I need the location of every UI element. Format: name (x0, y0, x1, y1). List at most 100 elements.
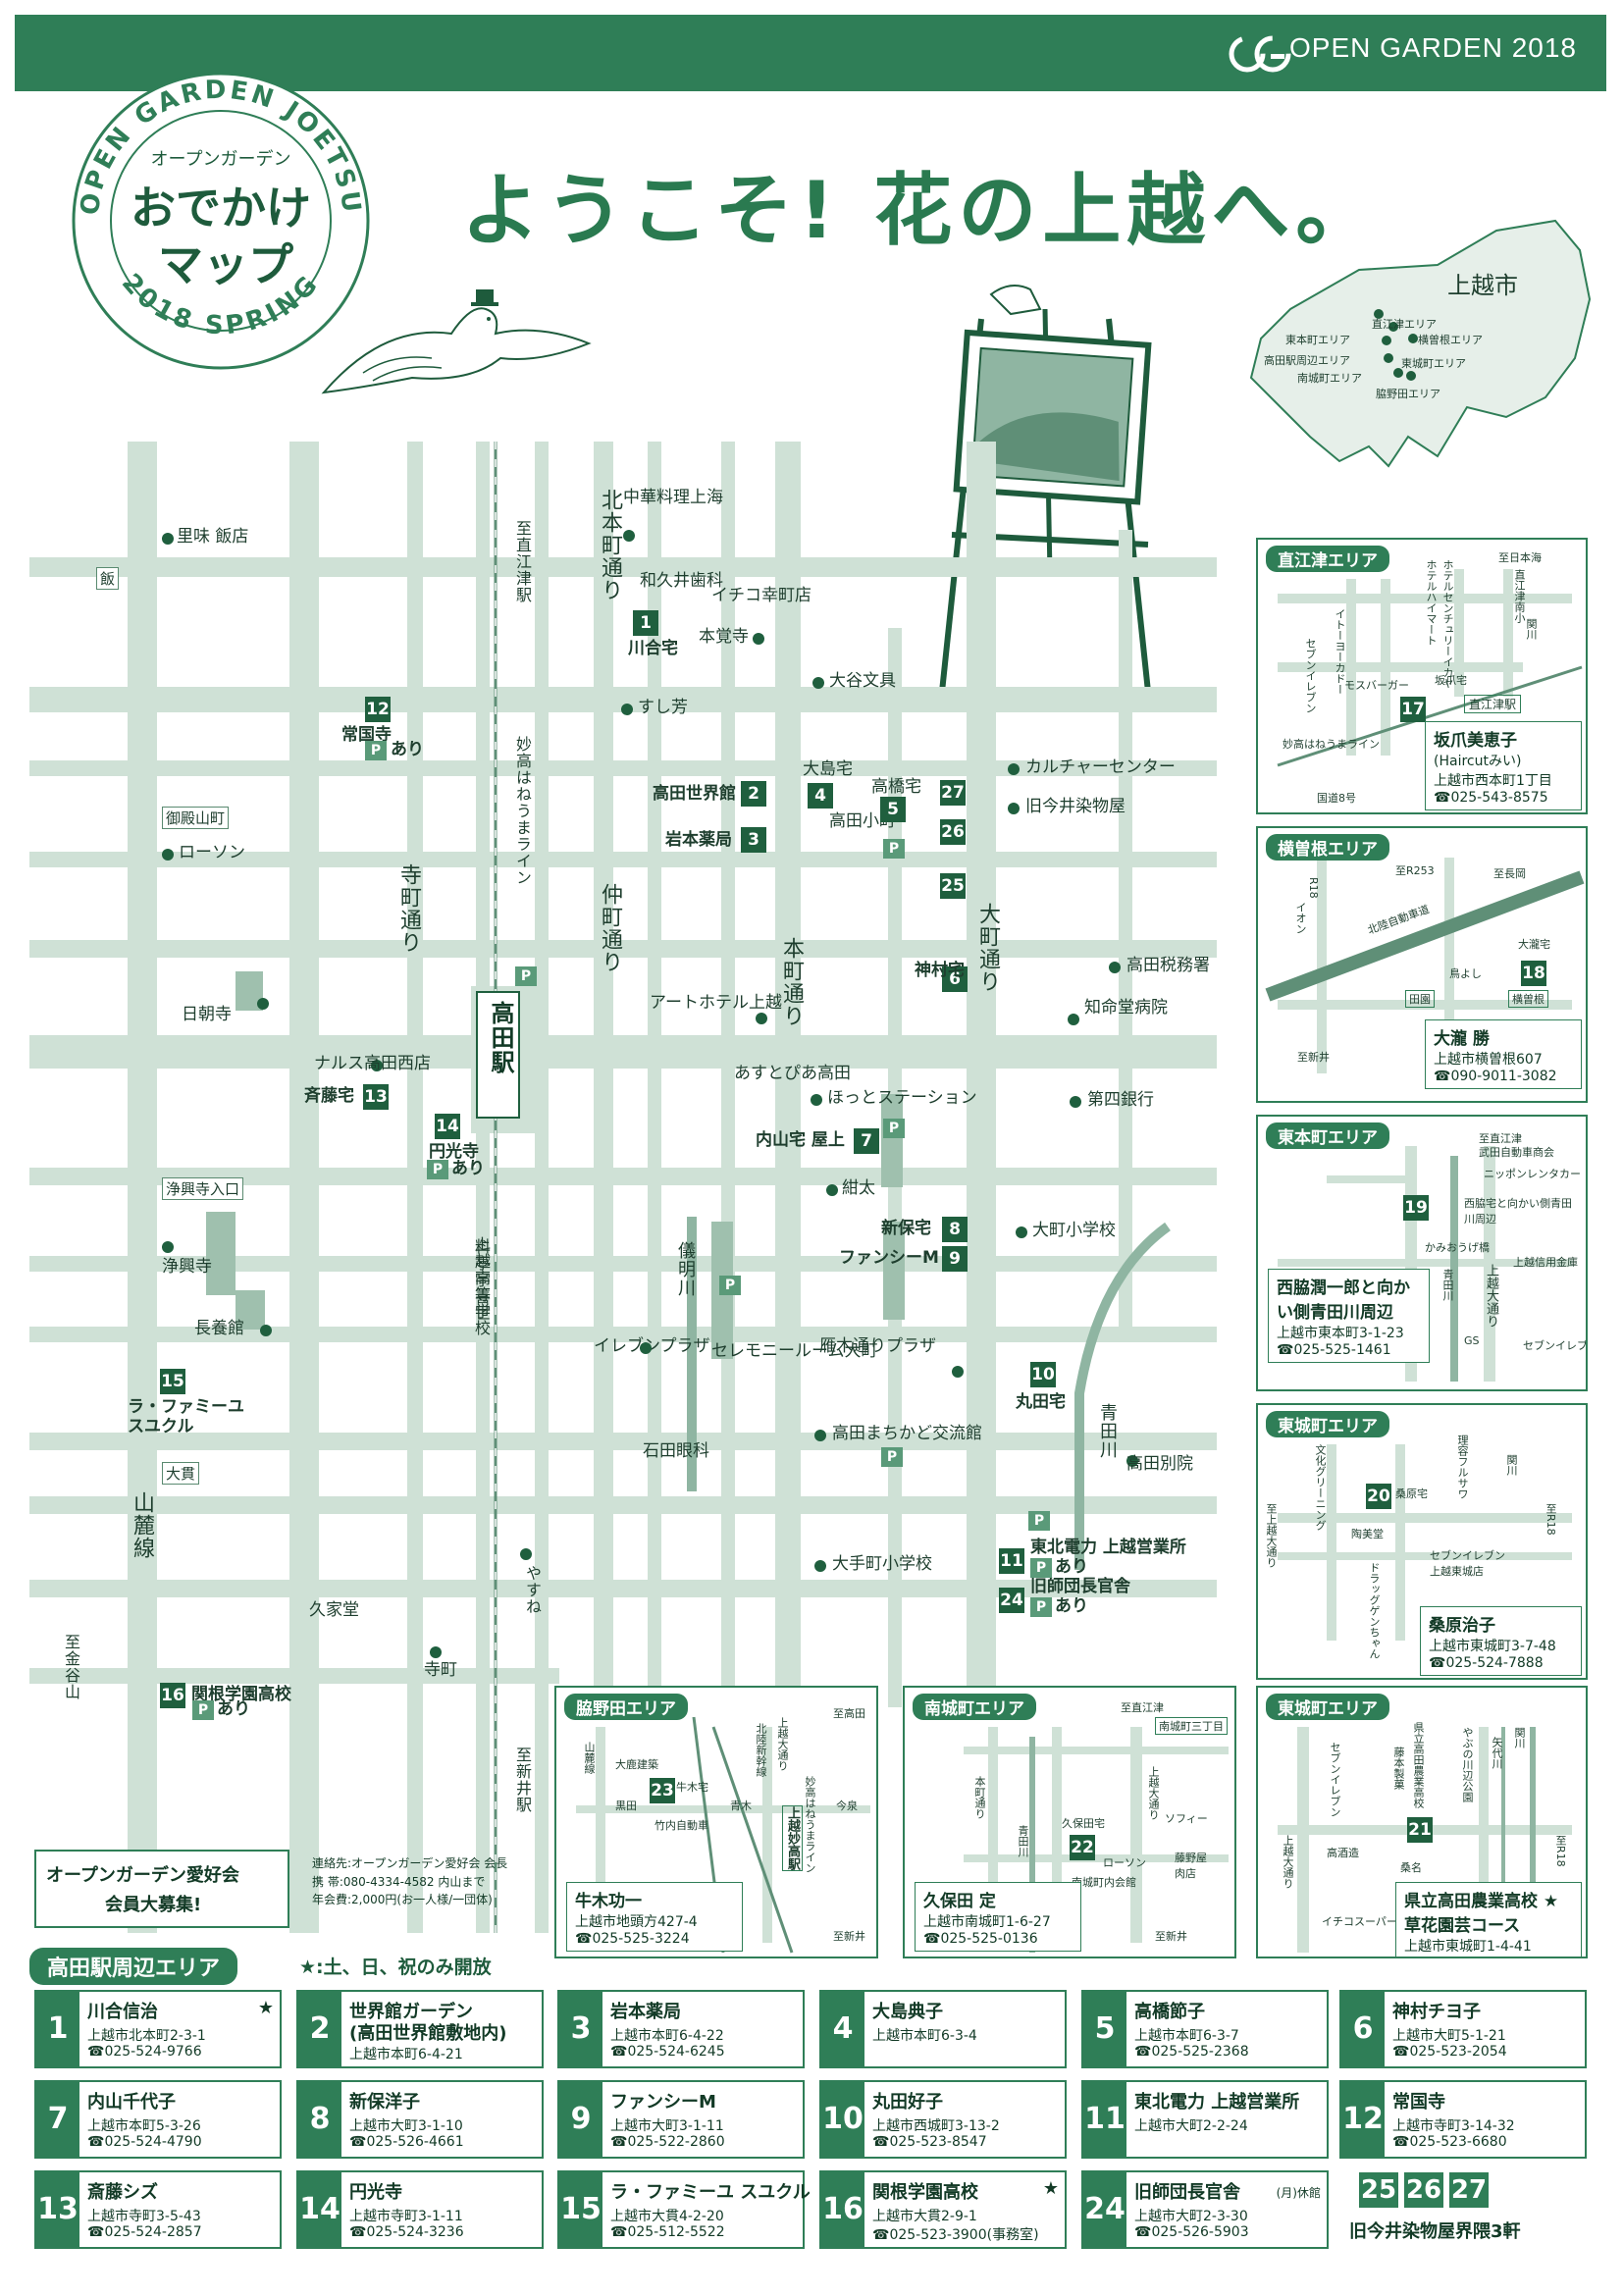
garden-marker: 10 (1030, 1362, 1056, 1387)
place-dot (371, 1060, 383, 1071)
inset-naoetsu: 直江津エリア 至日本海 直江津南小 イトーヨーカドー セブンイレブン モスバーガ… (1256, 538, 1588, 814)
inset-label: 関川 (1513, 1727, 1526, 1748)
badge-kana: オープンガーデン (151, 149, 291, 170)
card-address: 上越市大貫4-2-20 (610, 2209, 724, 2224)
garden-marker: 3 (741, 827, 766, 853)
place-label: 寺町 (424, 1660, 457, 1680)
garden-marker-label: 高田世界館 (653, 784, 736, 804)
place-label: 旧今井染物屋 (1025, 797, 1126, 816)
card-note: (月)休館 (1276, 2186, 1321, 2200)
overview-area-label: 横曽根エリア (1418, 334, 1483, 346)
inset-higashijo-1: 東城町エリア 桑原宅 陶美堂 文化グリーニング 理容フルサワ 関川 至R18 至… (1256, 1403, 1588, 1680)
inset-label: 妙高はねうまライン (804, 1776, 816, 1873)
street-label: 山麓線 (130, 1491, 154, 1559)
inset-label: ソフィー (1165, 1812, 1208, 1825)
inset-label: 上越大通り (1282, 1835, 1294, 1889)
card-title: ラ・ファミーユ スユクル (610, 2182, 811, 2203)
inset-label: 至高田 (833, 1707, 865, 1720)
garden-marker: 7 (854, 1128, 879, 1154)
inset-label: 上越妙高駅 (782, 1805, 803, 1871)
inset-label: 至R18 (1554, 1835, 1567, 1867)
card-number: 15 (559, 2172, 602, 2247)
parking-label: あり (217, 1699, 250, 1719)
place-dot (756, 1013, 767, 1024)
inset-label: やぶの川辺公園 (1461, 1727, 1474, 1802)
card-address: 上越市本町6-4-22 (610, 2028, 724, 2044)
host-phone: ☎025-524-7888 (1429, 1655, 1544, 1671)
garden-marker-label: 新保宅 (881, 1219, 931, 1238)
road-label: 飯 (96, 567, 120, 590)
parking-icon: P (1028, 1511, 1050, 1531)
parking-icon: P (883, 1119, 905, 1138)
parking-icon: P (427, 1160, 448, 1179)
club-contact: 連絡先:オープンガーデン愛好会 会長 携 帯:080-4334-4582 内山ま… (312, 1854, 507, 1909)
card-address: 上越市西城町3-13-2 (872, 2118, 1000, 2134)
inset-map (1265, 858, 1585, 1073)
card-number: 8 (298, 2082, 341, 2157)
place-dot (1070, 1096, 1081, 1108)
card-star-icon: ★ (1042, 2178, 1059, 2199)
card-phone: ☎025-526-4661 (349, 2134, 464, 2150)
parking-label: あり (391, 740, 424, 759)
place-dot (520, 1548, 532, 1560)
host-address: 上越市南城町1-6-27 (923, 1914, 1051, 1930)
place-label: 高田小町 (829, 811, 896, 831)
card-address: 上越市本町5-3-26 (87, 2118, 201, 2134)
garden-marker: 6 (942, 966, 968, 992)
place-label: 上越高等学校 (472, 1236, 491, 1336)
inset-label: 上越信用金庫 (1513, 1256, 1578, 1269)
inset-label: セブンイレブン (1304, 638, 1317, 713)
inset-label: 藤本製菓 (1392, 1747, 1405, 1790)
place-label: 里味 飯店 (177, 527, 249, 547)
card-last-title: 旧今井染物屋界隈3軒 (1349, 2221, 1521, 2242)
line-label: 妙高はねうまライン (513, 736, 532, 886)
garden-marker-label: 内山宅 屋上 (756, 1130, 845, 1150)
inset-label: ニッポンレンタカー (1484, 1168, 1581, 1180)
inset-host: 久保田 定 上越市南城町1-6-27 ☎025-525-0136 (915, 1882, 1081, 1952)
place-label: 中華料理上海 (623, 488, 723, 507)
inset-label: 国道8号 (1317, 792, 1356, 805)
card-title: 旧師団長官舎 (1134, 2182, 1240, 2203)
brand-text: OPEN GARDEN 2018 (1289, 32, 1577, 63)
inset-label: 南城町三丁目 (1155, 1717, 1228, 1735)
club-contact-line: 年会費:2,000円(お一人様/一団体) (312, 1893, 493, 1907)
inset-label: 矢代川 (1491, 1737, 1503, 1769)
garden-marker: 18 (1521, 961, 1546, 986)
bird-illustration (321, 289, 592, 394)
place-label: イレブンプラザ (594, 1336, 710, 1356)
inset-higashihoncho: 東本町エリア 至直江津 武田自動車商会 ニッポンレンタカー 西脇宅と向かい側青田… (1256, 1115, 1588, 1391)
inset-yokosone: 横曽根エリア 至R253 至長岡 R18 イオン 北陸自動車道 大瀧宅 鳥よし … (1256, 826, 1588, 1103)
road-label: 浄興寺入口 (162, 1177, 244, 1200)
garden-marker: 19 (1403, 1195, 1429, 1221)
garden-marker: 27 (940, 780, 966, 806)
area-title: 高田駅周辺エリア (29, 1948, 238, 1985)
host-address: 上越市西本町1丁目 (1434, 773, 1552, 789)
river-label: 青田川 (1097, 1403, 1118, 1459)
inset-label: 至R18 (1544, 1503, 1557, 1536)
place-label: 高田税務署 (1126, 956, 1210, 975)
place-label: 高田別院 (1126, 1454, 1193, 1474)
place-label: 第四銀行 (1087, 1090, 1154, 1110)
card-number: 1 (36, 1992, 79, 2066)
place-label: 長養館 (194, 1319, 244, 1338)
inset-label: 妙高はねうまライン (1283, 738, 1380, 751)
inset-label: 西脇宅と向かい側青田川周辺 (1464, 1197, 1572, 1226)
inset-title: 横曽根エリア (1266, 834, 1389, 861)
card-phone: ☎025-524-9766 (87, 2044, 202, 2060)
inset-label: 理容フルサワ (1456, 1435, 1469, 1499)
place-dot (814, 1430, 826, 1441)
overview-map (1249, 219, 1592, 468)
inset-label: 今泉 (836, 1800, 858, 1812)
place-dot (1008, 763, 1020, 775)
garden-marker: 17 (1400, 697, 1426, 722)
inset-label: 県立高田農業高校 (1412, 1722, 1425, 1808)
inset-label: 上越大通り (1484, 1264, 1498, 1328)
inset-label: 鳥よし (1449, 967, 1482, 980)
place-dot (430, 1646, 442, 1658)
garden-marker-label: 円光寺 (429, 1142, 479, 1162)
card-phone: ☎025-524-4790 (87, 2134, 202, 2150)
inset-label: 南城町内会館 (1072, 1876, 1136, 1889)
